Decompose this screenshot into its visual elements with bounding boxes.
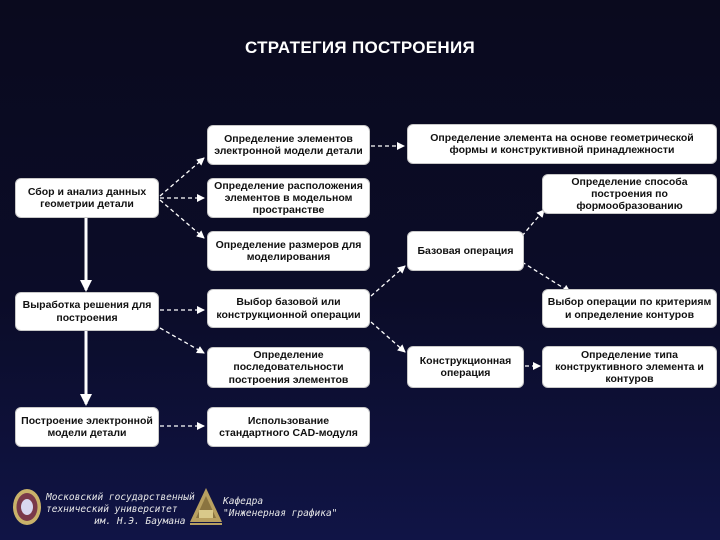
page-title: СТРАТЕГИЯ ПОСТРОЕНИЯ	[244, 38, 476, 57]
box-define-sizes: Определение размеров для моделирования	[207, 231, 370, 271]
box-define-sequence: Определение последовательности построени…	[207, 347, 370, 388]
department-name-line2: "Инженерная графика"	[223, 507, 338, 519]
arrow-collect-to-sizes	[159, 199, 205, 239]
box-define-element-basis: Определение элемента на основе геометрич…	[407, 124, 717, 164]
department-name: Кафедра "Инженерная графика"	[223, 496, 337, 520]
university-name-line3: им. Н.Э. Баумана	[94, 515, 186, 527]
box-collect-data: Сбор и анализ данных геометрии детали	[15, 178, 159, 218]
department-name-line1: Кафедра	[223, 496, 264, 507]
box-choose-base: Выбор базовой или конструкционной операц…	[207, 289, 370, 328]
box-develop-solution: Выработка решения для построения	[15, 292, 159, 331]
box-build-model: Построение электронной модели детали	[15, 407, 159, 447]
arrow-choose-to-base	[370, 265, 406, 297]
arrow-choose-to-construct	[370, 321, 406, 353]
university-name: Московский государственный технический у…	[46, 492, 195, 528]
box-choose-operation: Выбор операции по критериям и определени…	[542, 289, 717, 328]
university-name-line2: технический университет	[46, 503, 178, 515]
box-define-method: Определение способа построения по формоо…	[542, 174, 717, 214]
department-logo-icon	[190, 488, 222, 525]
box-define-type: Определение типа конструктивного элемент…	[542, 346, 717, 388]
box-define-location: Определение расположения элементов в мод…	[207, 178, 370, 218]
university-name-line1: Московский государственный	[46, 492, 195, 503]
arrow-collect-to-elements	[159, 157, 205, 197]
box-define-elements: Определение элементов электронной модели…	[207, 125, 370, 165]
box-construct-operation: Конструкционная операция	[407, 346, 524, 388]
arrow-base-to-choose-op	[521, 261, 571, 293]
arrow-base-to-method	[521, 209, 545, 237]
arrow-solution-to-sequence	[159, 327, 205, 354]
box-use-cad: Использование стандартного CAD-модуля	[207, 407, 370, 447]
university-emblem-icon	[13, 489, 41, 525]
box-base-operation: Базовая операция	[407, 231, 524, 271]
